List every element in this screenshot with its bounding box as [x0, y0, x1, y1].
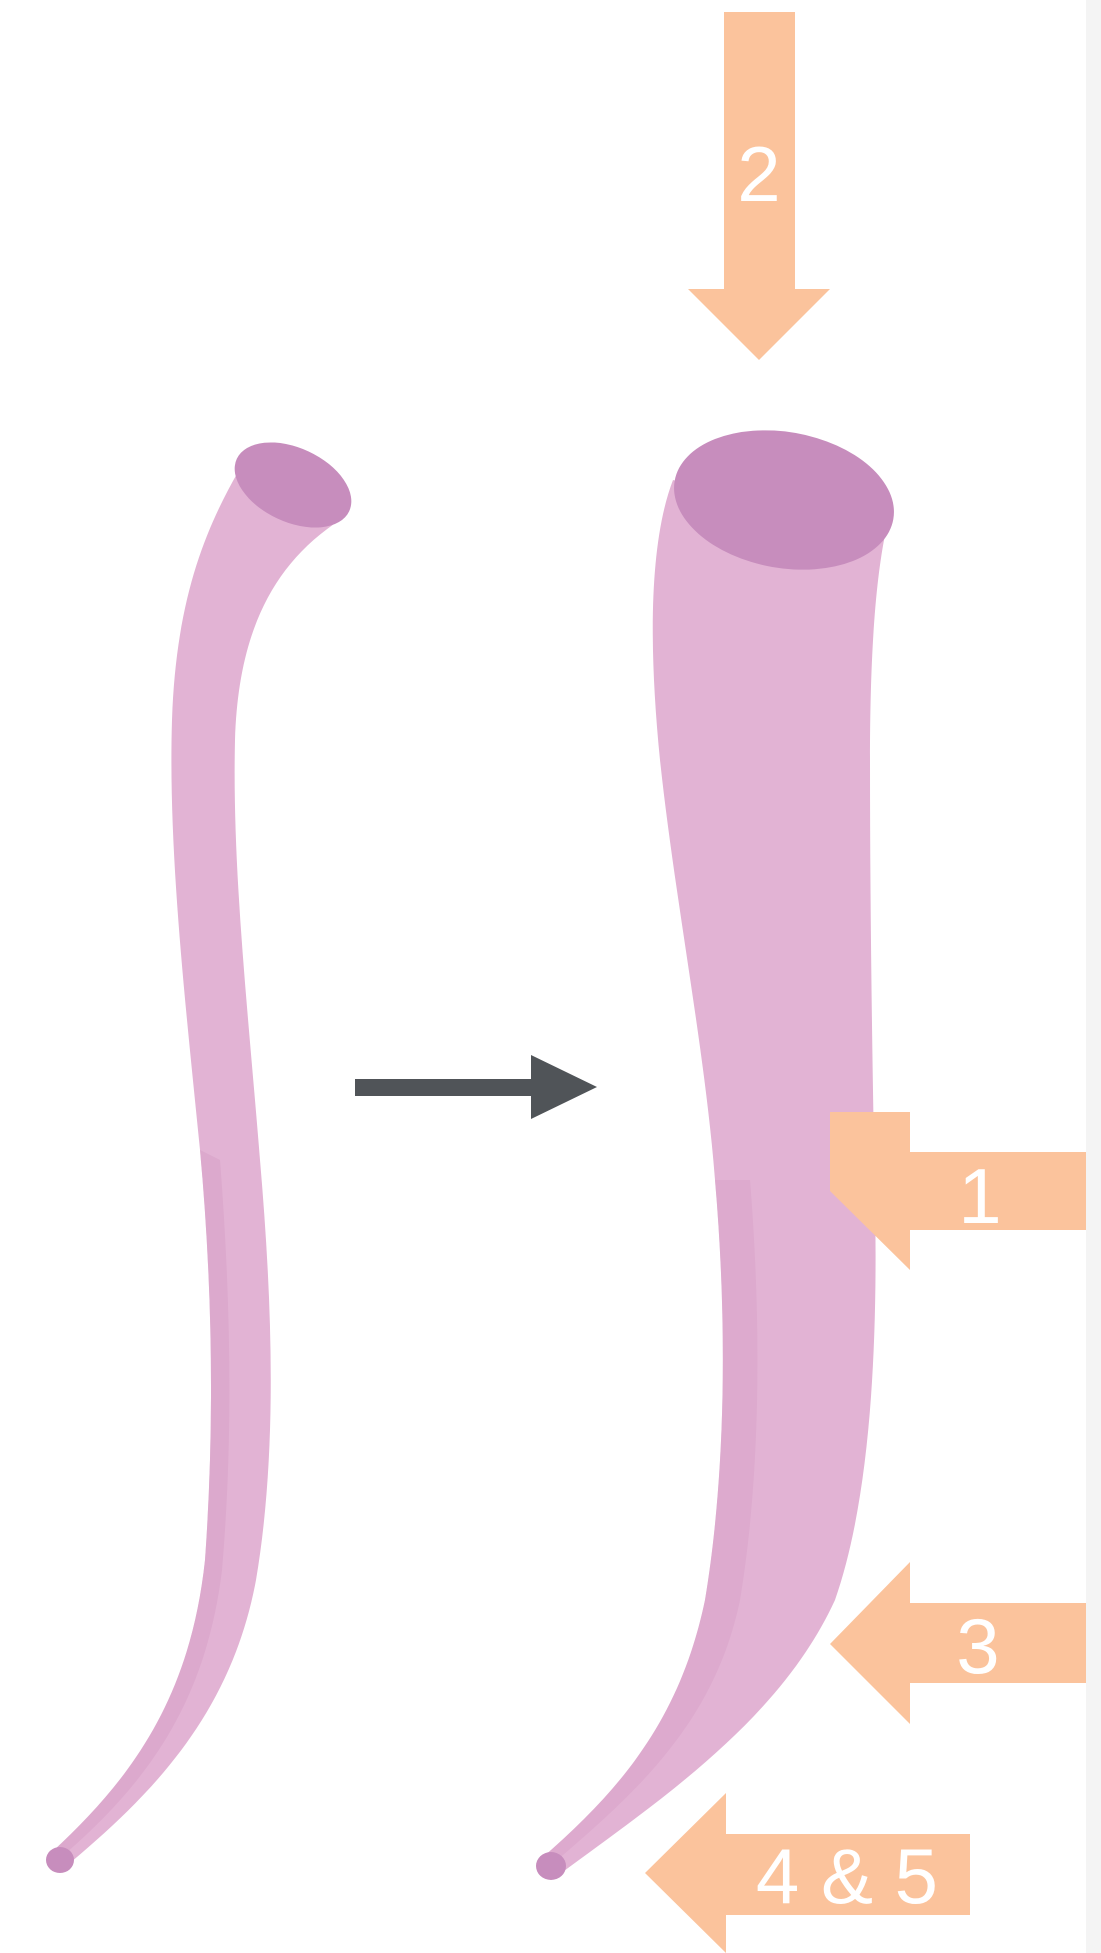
shaped-canal-apex	[536, 1852, 566, 1880]
arrow-3-label: 3	[956, 1602, 999, 1690]
arrow-4-5-label: 4 & 5	[756, 1832, 938, 1920]
arrow-2-label: 2	[737, 130, 780, 218]
right-edge-strip	[1086, 0, 1101, 1953]
arrow-1-label: 1	[958, 1152, 1001, 1240]
original-canal-apex	[46, 1847, 74, 1873]
